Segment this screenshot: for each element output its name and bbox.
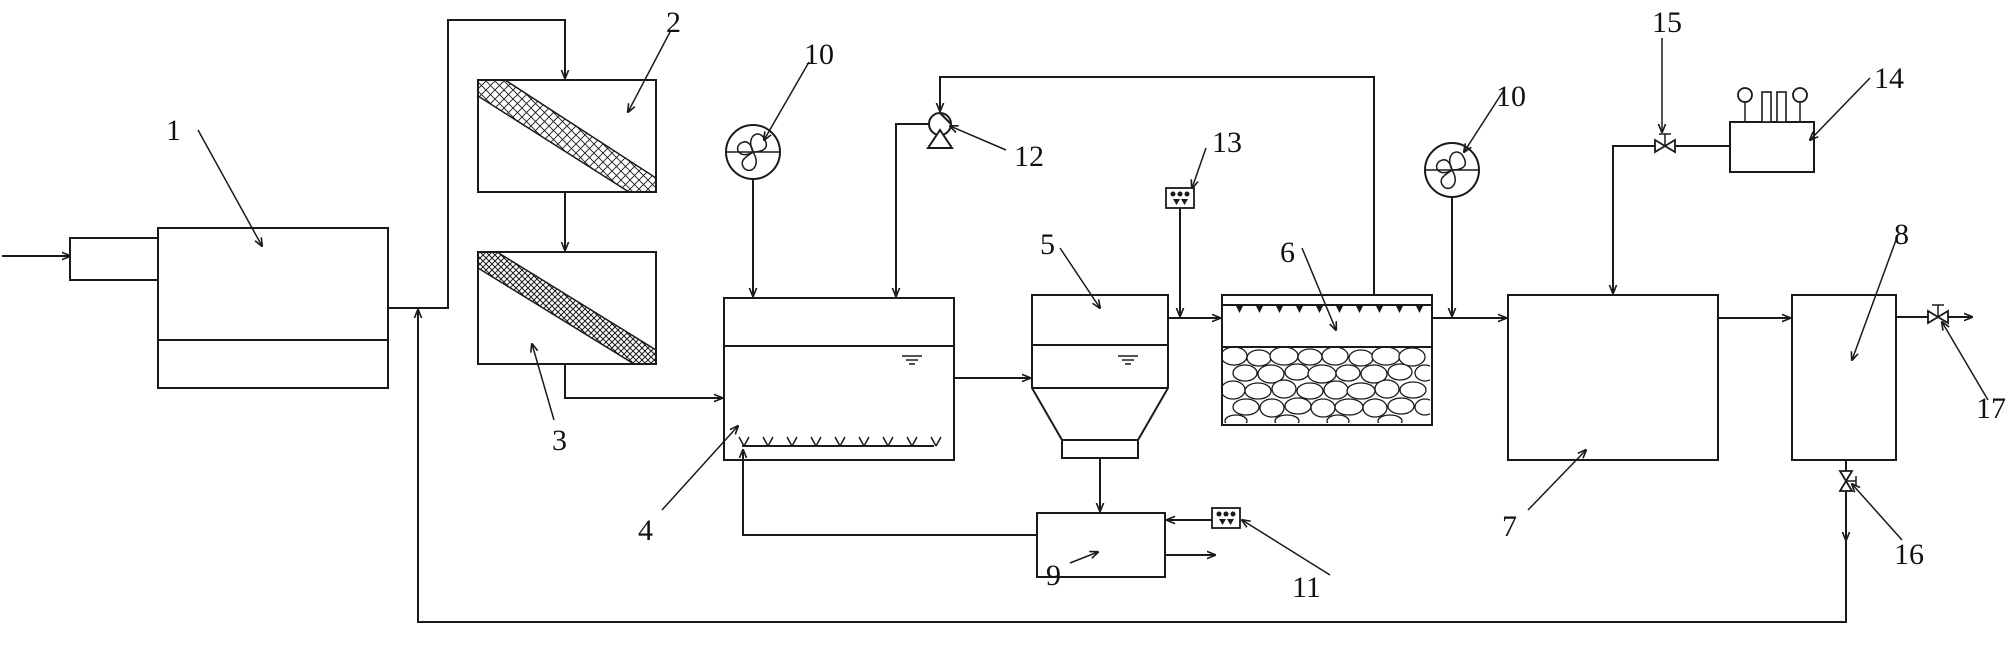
- label-8: 8: [1894, 218, 1909, 251]
- label-16: 16: [1894, 538, 1924, 571]
- label-17: 17: [1976, 392, 2006, 425]
- dosing-device-icon: [1165, 187, 1195, 209]
- label-5: 5: [1040, 228, 1055, 261]
- water-level-symbol: [902, 355, 922, 365]
- leader-lines: [197, 31, 1989, 576]
- disinfection-equipment-icon: [1729, 87, 1815, 173]
- valve-icon: [1927, 304, 1949, 325]
- valve-icon: [1654, 133, 1676, 154]
- blower-icon: [725, 124, 781, 180]
- labels: 1 2 3 4 5 6 7 8 9 10 10 11 12 13 14 15 1…: [166, 6, 2006, 604]
- label-15: 15: [1652, 6, 1682, 39]
- unit-8-clear-water-tank: [1791, 294, 1897, 461]
- unit-1-inlet-equipment: [2, 227, 389, 389]
- unit-5-sedimentation-tank: [1031, 294, 1169, 459]
- aerator-diffusers: [738, 436, 942, 447]
- label-4: 4: [638, 514, 653, 547]
- unit-4-aeration-tank: [723, 297, 955, 461]
- unit-3-lower-screen: [477, 251, 657, 365]
- valve-icon: [1838, 470, 1857, 492]
- label-13: 13: [1212, 126, 1242, 159]
- blower-icon: [1424, 142, 1480, 198]
- unit-7-tank: [1507, 294, 1719, 461]
- water-level-symbol: [1118, 355, 1138, 365]
- dosing-device-icon: [1211, 507, 1241, 529]
- label-9: 9: [1046, 559, 1061, 592]
- label-11: 11: [1292, 571, 1321, 604]
- label-2: 2: [666, 6, 681, 39]
- label-14: 14: [1874, 62, 1904, 95]
- label-7: 7: [1502, 510, 1517, 543]
- label-10-right: 10: [1496, 80, 1526, 113]
- label-1: 1: [166, 114, 181, 147]
- label-6: 6: [1280, 236, 1295, 269]
- label-12: 12: [1014, 140, 1044, 173]
- unit-6-filter-bed: [1221, 294, 1433, 426]
- pump-icon: [926, 112, 954, 149]
- unit-2-upper-screen: [477, 79, 657, 193]
- stone-media: [1223, 348, 1430, 423]
- spray-nozzles: [1236, 306, 1423, 313]
- label-3: 3: [552, 424, 567, 457]
- label-10-left: 10: [804, 38, 834, 71]
- unit-9-sludge-tank: [1036, 512, 1166, 578]
- flow-lines: [388, 19, 1972, 623]
